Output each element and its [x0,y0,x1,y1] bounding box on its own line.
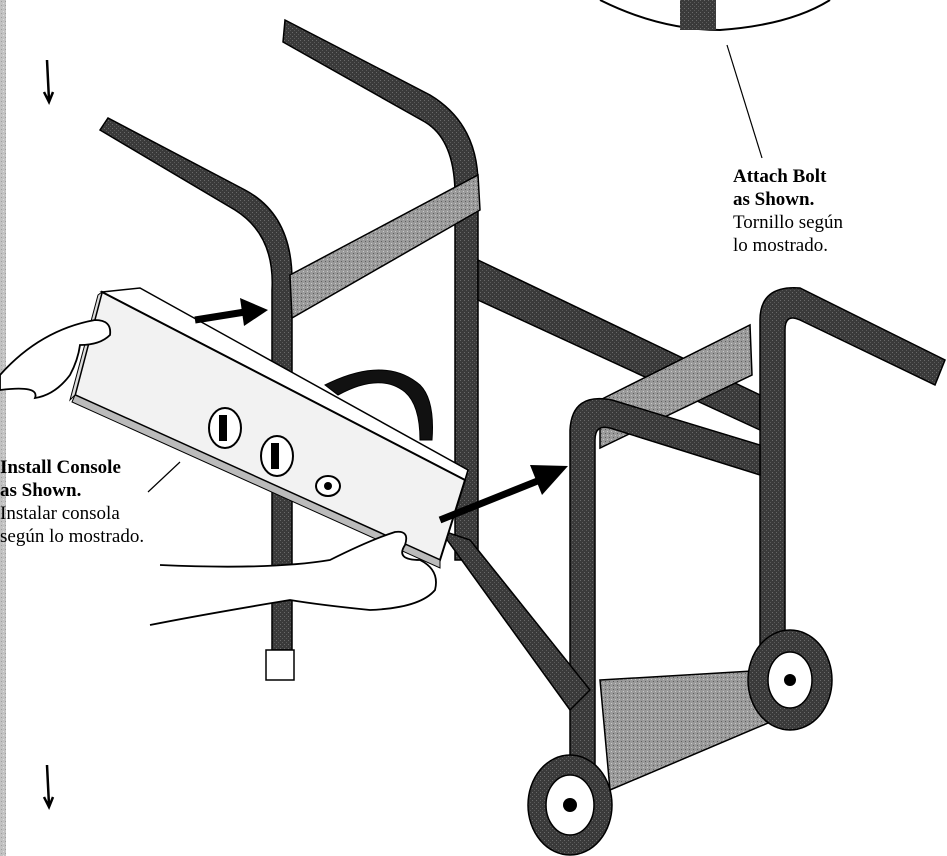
callout-console-title-line1: Install Console [0,457,121,478]
wheel-rear [747,629,833,731]
callout-bolt-title-line1: Attach Bolt [733,166,827,187]
detail-magnifier-circle [599,0,831,32]
install-arrow-right [438,465,568,524]
frame-lower-rail [438,528,592,712]
hand-right [149,530,437,626]
callout-install-console: Install Console as Shown. Instalar conso… [0,456,210,548]
callout-bolt-title-line2: as Shown. [733,189,815,210]
arrow-marker-top [42,59,55,106]
arrow-marker-bottom [42,764,55,811]
install-arrow-left [194,298,268,326]
bolt-leader-line [726,44,763,159]
frame-leg-foot [265,649,295,681]
scan-edge [0,0,6,856]
control-console [69,287,469,569]
wheel-front [527,754,613,856]
callout-bolt-es-line1: Tornillo según [733,212,844,233]
hand-left [0,319,112,400]
callout-console-es-line1: Instalar consola [0,503,120,524]
frame-front-left-tube [569,397,761,771]
control-knob-2 [260,435,294,477]
callout-console-title-line2: as Shown. [0,480,82,501]
control-knob-1 [208,407,242,449]
callout-console-es-line2: según lo mostrado. [0,526,145,547]
console-leader-line [147,461,181,493]
detail-bolt-part [680,0,716,30]
callout-bolt-es-line2: lo mostrado. [733,235,828,256]
frame-rear-crossbar [289,173,481,320]
gas-hose [324,369,433,441]
igniter-button [315,475,341,497]
callout-attach-bolt: Attach Bolt as Shown. Tornillo según lo … [733,165,933,257]
